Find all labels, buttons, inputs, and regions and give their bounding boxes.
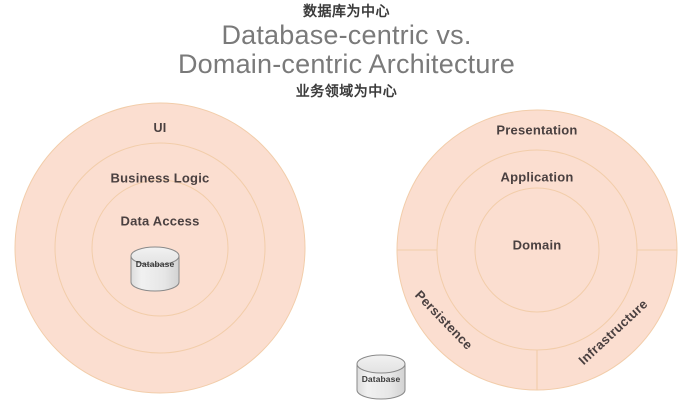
- label-external-database: Database: [361, 374, 401, 384]
- ring-domain[interactable]: [474, 187, 600, 313]
- external-database-cylinder-icon[interactable]: [356, 354, 406, 400]
- label-application: Application: [500, 169, 574, 185]
- label-business-logic: Business Logic: [110, 170, 210, 186]
- label-presentation: Presentation: [496, 122, 578, 138]
- left-database-cylinder-icon[interactable]: [130, 246, 180, 292]
- right-concentric-rings: [396, 109, 678, 391]
- label-data-access: Data Access: [120, 213, 200, 229]
- label-ui: UI: [153, 121, 167, 135]
- label-domain: Domain: [512, 237, 562, 253]
- label-left-database: Database: [135, 259, 175, 269]
